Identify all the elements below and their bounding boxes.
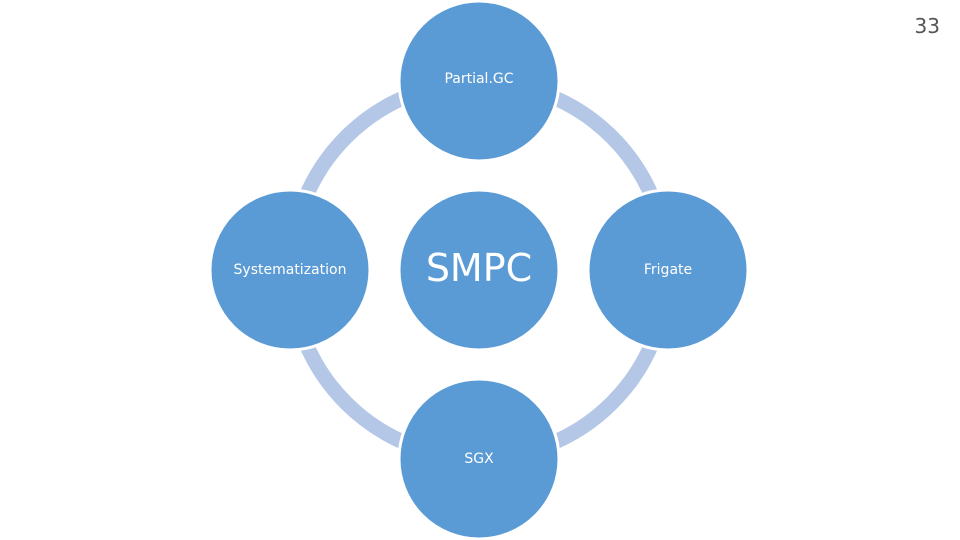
node-right-circle: [586, 188, 750, 352]
page-number: 33: [914, 14, 940, 38]
node-top-label: Partial.GC: [444, 71, 513, 87]
node-center-label: SMPC: [426, 246, 532, 290]
node-center-circle: [397, 188, 561, 352]
node-right-label: Frigate: [644, 262, 692, 278]
node-bottom-circle: [397, 377, 561, 540]
node-left-circle: [208, 188, 372, 352]
node-top-circle: [397, 0, 561, 163]
node-left-label: Systematization: [234, 262, 347, 278]
node-bottom-label: SGX: [464, 451, 494, 467]
